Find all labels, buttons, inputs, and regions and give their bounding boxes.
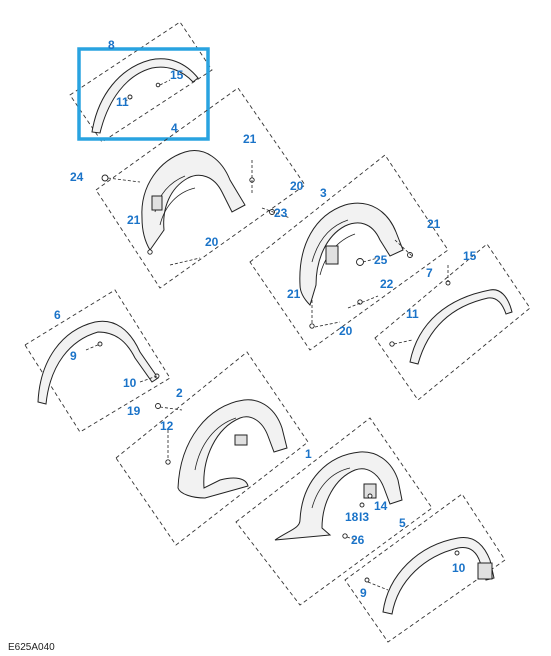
clip-10b-icon <box>454 550 460 556</box>
callout-2: 2 <box>176 386 183 400</box>
callout-14: 14 <box>374 499 388 513</box>
callout-10-left: 10 <box>123 376 137 390</box>
group-4-liner: 21 24 20 23 21 20 <box>70 87 306 289</box>
callout-23: 23 <box>274 206 288 220</box>
callout-4: 4 <box>171 121 178 135</box>
fastener-21c-icon <box>407 252 413 258</box>
fastener-25-icon <box>356 258 364 266</box>
group-8-wheel-arch-moulding: 8 15 11 4 <box>69 21 213 143</box>
clip-11b-icon <box>389 341 395 347</box>
fastener-21d-icon <box>309 323 315 329</box>
callout-9-left: 9 <box>70 349 77 363</box>
liner-2 <box>177 399 288 499</box>
callout-25: 25 <box>374 253 388 267</box>
fastener-18-icon <box>359 502 365 508</box>
callout-15: 15 <box>170 68 184 82</box>
fastener-14-icon <box>367 493 373 499</box>
callout-11-right: 11 <box>406 307 419 321</box>
clip-10a-icon <box>154 373 160 379</box>
callout-24: 24 <box>70 170 84 184</box>
group-3-dashed-box <box>249 154 449 351</box>
group-7-dashed-box <box>374 243 531 401</box>
fastener-21b-icon <box>147 249 153 255</box>
group-6-moulding: 6 9 10 <box>24 289 171 433</box>
group-1-dashed-box <box>235 417 433 606</box>
callout-26: 26 <box>351 533 365 547</box>
callout-20-bottom: 20 <box>339 324 353 338</box>
group-6-dashed-box <box>24 289 171 433</box>
callout-21-bottom: 21 <box>287 287 301 301</box>
group-5-dashed-box <box>344 493 506 643</box>
callout-5: 5 <box>399 516 406 530</box>
liner-3-bracket <box>325 245 339 265</box>
clip-9b-icon <box>364 577 370 583</box>
callout-21-right: 21 <box>427 217 441 231</box>
callout-10-bottom: 10 <box>452 561 466 575</box>
fastener-26-icon <box>342 533 348 539</box>
callout-7: 7 <box>426 266 433 280</box>
callout-6: 6 <box>54 308 61 322</box>
callout-3: 3 <box>320 186 327 200</box>
callout-8: 8 <box>108 38 115 52</box>
callout-18: 18 <box>345 510 359 524</box>
callout-20-mid: 20 <box>205 235 219 249</box>
moulding-7 <box>409 289 513 365</box>
callout-1: 1 <box>305 447 312 461</box>
callout-15-right: 15 <box>463 249 477 263</box>
callout-21-top: 21 <box>243 132 257 146</box>
clip-15-icon <box>155 82 161 88</box>
group-3-liner: 3 21 25 22 21 20 <box>249 154 449 351</box>
fastener-23-icon <box>269 209 275 215</box>
callout-11: 11 <box>116 95 129 109</box>
callout-22: 22 <box>380 277 394 291</box>
group-4-dashed-box <box>95 87 306 289</box>
group-2-dashed-box <box>115 351 309 546</box>
callout-20-top: 20 <box>290 179 304 193</box>
callout-9-bottom: 9 <box>360 586 367 600</box>
callout-13: I3 <box>359 510 369 524</box>
callout-12: 12 <box>160 419 174 433</box>
liner-2-bracket <box>234 434 248 446</box>
liner-4-bracket <box>151 195 163 211</box>
group-2-liner: 2 19 12 <box>115 351 309 546</box>
group-5-moulding: 10 9 <box>344 493 506 643</box>
callout-19: 19 <box>127 404 141 418</box>
callout-21-left: 21 <box>127 213 141 227</box>
liner-3 <box>299 202 404 306</box>
liner-1 <box>274 451 403 541</box>
group-7-moulding: 15 7 11 <box>374 243 531 401</box>
group-8-dashed-box <box>69 21 213 143</box>
fastener-19-icon <box>155 403 161 409</box>
highlight-frame <box>77 47 210 141</box>
moulding-6 <box>37 320 159 405</box>
moulding-5 <box>382 536 495 615</box>
fastener-24-icon <box>101 174 109 182</box>
moulding-8 <box>91 58 199 134</box>
fastener-12-icon <box>165 459 171 465</box>
group-1-liner: 1 14 18 I3 5 26 <box>235 417 433 606</box>
moulding-5-endcap <box>477 562 493 580</box>
figure-reference: E625A040 <box>8 642 55 653</box>
